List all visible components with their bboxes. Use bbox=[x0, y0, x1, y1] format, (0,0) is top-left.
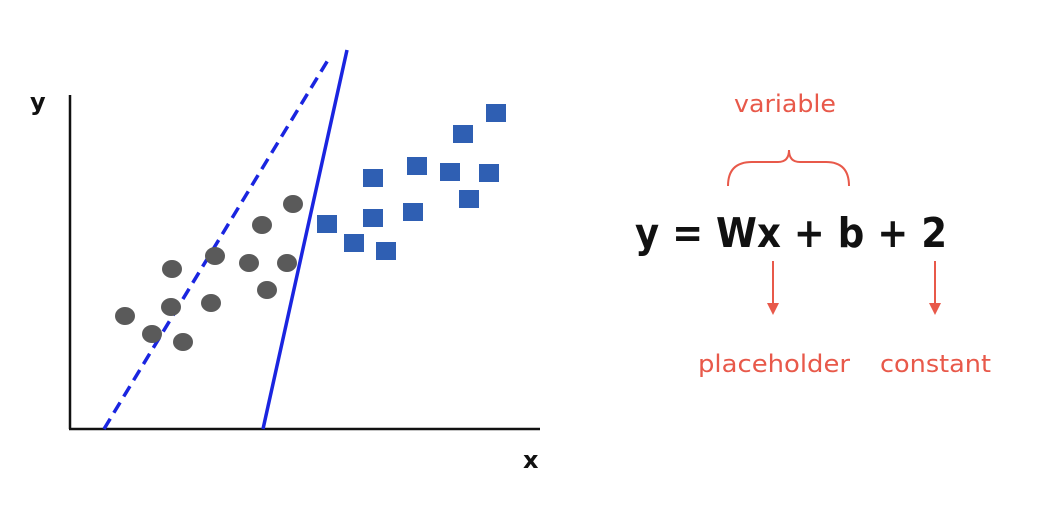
square-point bbox=[407, 157, 427, 175]
constant-label: constant bbox=[880, 350, 991, 378]
square-point bbox=[344, 234, 364, 252]
circle-point bbox=[277, 254, 297, 272]
circle-point bbox=[239, 254, 259, 272]
square-point bbox=[317, 215, 337, 233]
square-point bbox=[403, 203, 423, 221]
x-axis-label: x bbox=[523, 446, 539, 474]
circle-point bbox=[142, 325, 162, 343]
solid-decision-line bbox=[261, 49, 349, 430]
square-point bbox=[486, 104, 506, 122]
circle-point bbox=[161, 298, 181, 316]
circle-point bbox=[173, 333, 193, 351]
circle-point bbox=[257, 281, 277, 299]
equation: y = Wx + b + 2 bbox=[635, 209, 947, 257]
dashed-decision-line bbox=[102, 59, 330, 430]
placeholder-arrow-head bbox=[767, 303, 779, 315]
constant-arrow-head bbox=[929, 303, 941, 315]
circle-point bbox=[205, 247, 225, 265]
placeholder-label: placeholder bbox=[698, 350, 850, 378]
circle-point bbox=[201, 294, 221, 312]
class-b-points bbox=[317, 104, 506, 260]
square-point bbox=[479, 164, 499, 182]
square-point bbox=[363, 209, 383, 227]
circle-point bbox=[283, 195, 303, 213]
square-point bbox=[459, 190, 479, 208]
variable-brace bbox=[727, 149, 850, 187]
axes: y x bbox=[30, 88, 540, 474]
variable-label: variable bbox=[734, 90, 836, 118]
equation-annotations: variable placeholder constant bbox=[698, 90, 991, 378]
y-axis-label: y bbox=[30, 88, 46, 116]
square-point bbox=[440, 163, 460, 181]
class-a-points bbox=[115, 195, 303, 351]
circle-point bbox=[252, 216, 272, 234]
square-point bbox=[363, 169, 383, 187]
circle-point bbox=[115, 307, 135, 325]
square-point bbox=[453, 125, 473, 143]
square-point bbox=[376, 242, 396, 260]
circle-point bbox=[162, 260, 182, 278]
